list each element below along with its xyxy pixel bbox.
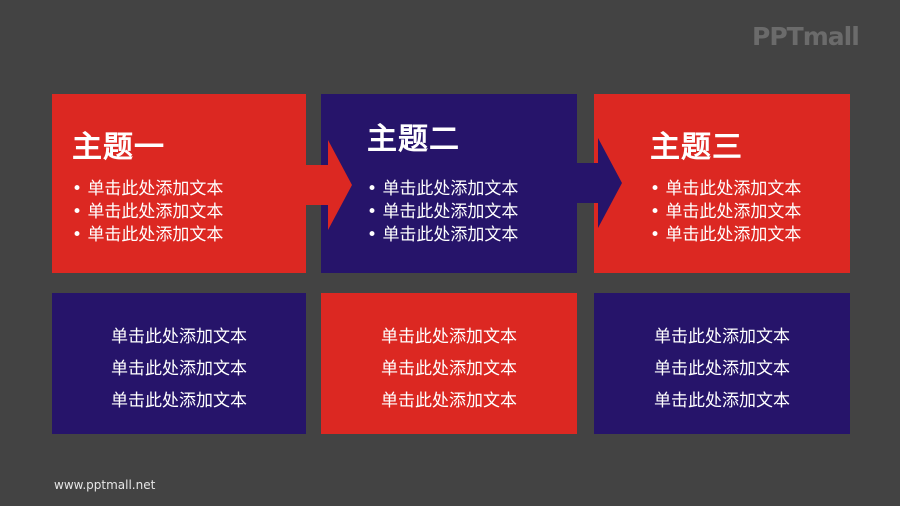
topic-3-bullets: 单击此处添加文本 单击此处添加文本 单击此处添加文本 xyxy=(650,178,801,247)
topic-1-box[interactable]: 主题一 单击此处添加文本 单击此处添加文本 单击此处添加文本 xyxy=(52,94,306,273)
bullet-item: 单击此处添加文本 xyxy=(72,224,223,247)
bullet-item: 单击此处添加文本 xyxy=(367,178,518,201)
topic-1-title: 主题一 xyxy=(72,130,165,165)
topic-3-title: 主题三 xyxy=(650,130,743,165)
detail-3-box[interactable]: 单击此处添加文本 单击此处添加文本 单击此处添加文本 xyxy=(594,293,850,434)
topic-2-bullets: 单击此处添加文本 单击此处添加文本 单击此处添加文本 xyxy=(367,178,518,247)
topic-3-box[interactable]: 主题三 单击此处添加文本 单击此处添加文本 单击此处添加文本 xyxy=(594,94,850,273)
bullet-item: 单击此处添加文本 xyxy=(367,201,518,224)
text-line: 单击此处添加文本 xyxy=(381,359,517,379)
text-line: 单击此处添加文本 xyxy=(111,391,247,411)
arrow-right-icon xyxy=(570,138,622,228)
text-line: 单击此处添加文本 xyxy=(381,391,517,411)
detail-2-lines: 单击此处添加文本 单击此处添加文本 单击此处添加文本 xyxy=(321,321,577,417)
bullet-item: 单击此处添加文本 xyxy=(650,201,801,224)
bullet-item: 单击此处添加文本 xyxy=(72,178,223,201)
pptmall-logo: PPTmall xyxy=(752,22,860,51)
footer-url[interactable]: www.pptmall.net xyxy=(54,478,156,492)
text-line: 单击此处添加文本 xyxy=(111,359,247,379)
detail-1-box[interactable]: 单击此处添加文本 单击此处添加文本 单击此处添加文本 xyxy=(52,293,306,434)
topic-2-box[interactable]: 主题二 单击此处添加文本 单击此处添加文本 单击此处添加文本 xyxy=(321,94,577,273)
text-line: 单击此处添加文本 xyxy=(654,391,790,411)
topic-2-title: 主题二 xyxy=(367,122,460,157)
bullet-item: 单击此处添加文本 xyxy=(72,201,223,224)
text-line: 单击此处添加文本 xyxy=(111,327,247,347)
bullet-item: 单击此处添加文本 xyxy=(650,178,801,201)
bullet-item: 单击此处添加文本 xyxy=(650,224,801,247)
detail-2-box[interactable]: 单击此处添加文本 单击此处添加文本 单击此处添加文本 xyxy=(321,293,577,434)
detail-1-lines: 单击此处添加文本 单击此处添加文本 单击此处添加文本 xyxy=(52,321,306,417)
text-line: 单击此处添加文本 xyxy=(654,327,790,347)
text-line: 单击此处添加文本 xyxy=(381,327,517,347)
detail-3-lines: 单击此处添加文本 单击此处添加文本 单击此处添加文本 xyxy=(594,321,850,417)
topic-1-bullets: 单击此处添加文本 单击此处添加文本 单击此处添加文本 xyxy=(72,178,223,247)
arrow-right-icon xyxy=(300,140,352,230)
text-line: 单击此处添加文本 xyxy=(654,359,790,379)
bullet-item: 单击此处添加文本 xyxy=(367,224,518,247)
